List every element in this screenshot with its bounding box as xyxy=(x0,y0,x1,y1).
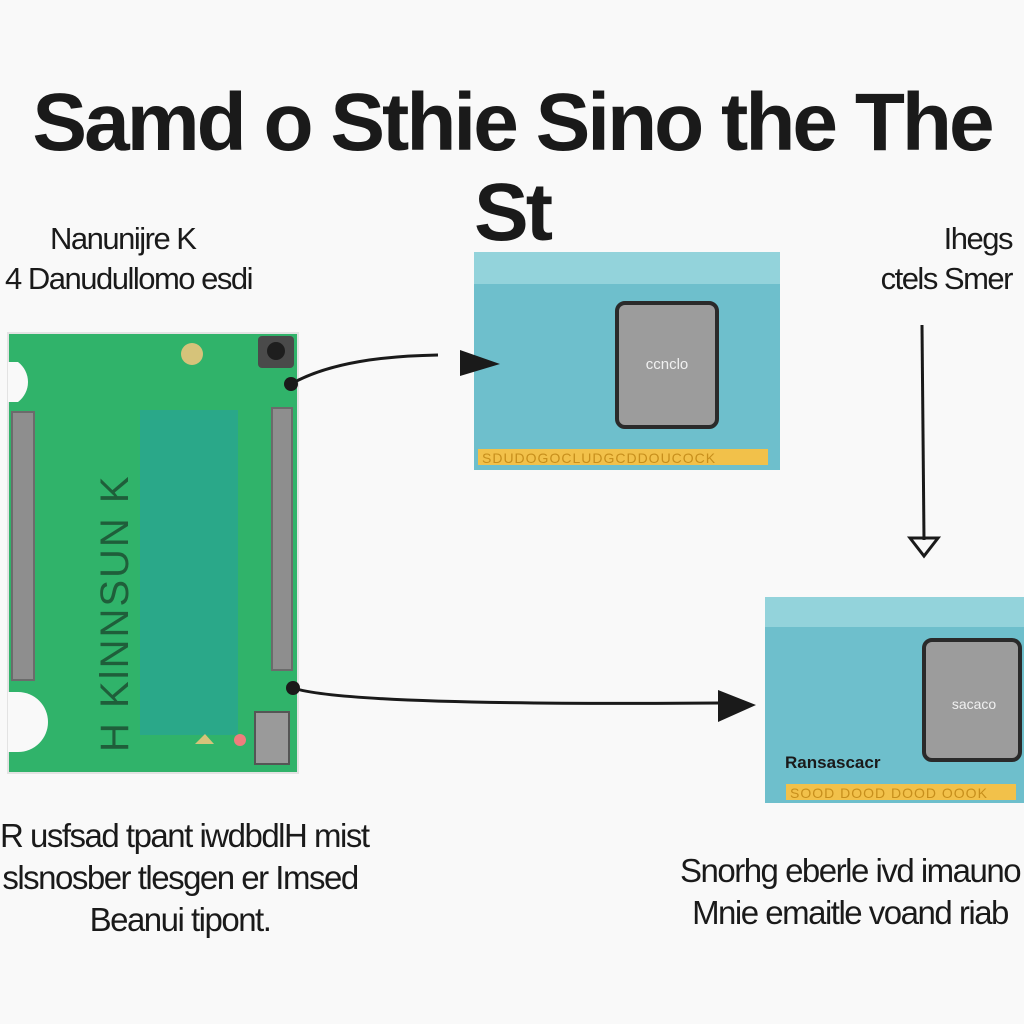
card-top-band xyxy=(474,252,780,284)
right-caption-line2: Mnie emaitle voand riab xyxy=(692,894,1009,931)
right-label-line1: Ihegs xyxy=(943,221,1014,256)
board-triangle-mark xyxy=(195,734,214,744)
arrow-bottom-head xyxy=(718,690,756,722)
circuit-board: H KlNNSUN K xyxy=(7,332,299,774)
board-notch-top xyxy=(8,362,29,402)
board-notch-bottom xyxy=(8,692,48,752)
card-top-chip xyxy=(615,301,719,429)
arrow-vertical-head xyxy=(906,536,942,559)
board-panel xyxy=(140,410,238,735)
card-top-pin-text: SDUDOGOCLUDGCDDOUCOCK xyxy=(482,450,716,466)
arrow-top-line xyxy=(290,353,439,386)
card-bottom-band xyxy=(765,597,1024,627)
left-label-line1: Nanunijre K xyxy=(50,221,197,256)
arrows xyxy=(284,324,942,722)
right-label: Ihegs ctels Smer xyxy=(880,220,1014,298)
arrow-vertical-line xyxy=(920,324,926,541)
left-caption-line1: R usfsad tpant iwdbdlH mist xyxy=(0,817,370,854)
board-connector-hole xyxy=(267,342,285,360)
card-top-pin-strip xyxy=(478,449,768,465)
left-caption-line3: Beanui tipont. xyxy=(89,901,272,938)
left-label: Nanunijre K 4 Danudullomo esdi xyxy=(5,220,254,298)
right-caption: Snorhg eberle ivd imauno Mnie emaitle vo… xyxy=(680,850,1022,934)
arrow-bottom-line xyxy=(292,686,721,705)
card-top-chip-text: ccnclo xyxy=(646,356,689,373)
card-top: ccnclo SDUDOGOCLUDGCDDOUCOCK xyxy=(474,252,780,470)
left-caption: R usfsad tpant iwdbdlH mist slsnosber tl… xyxy=(0,815,370,941)
board-rail-left xyxy=(11,411,35,681)
card-bottom-brand-text: Ransascacr xyxy=(785,753,881,772)
card-bottom-pin-strip xyxy=(786,784,1016,800)
card-bottom-pin-text: SOOD DOOD DOOD OOOK xyxy=(790,785,988,801)
board-screw xyxy=(234,734,246,746)
card-bottom-chip-text: sacaco xyxy=(952,696,997,712)
board-rail-right xyxy=(271,407,293,671)
right-caption-line1: Snorhg eberle ivd imauno xyxy=(680,852,1022,889)
left-label-line2: 4 Danudullomo esdi xyxy=(5,261,254,296)
board-vertical-text: H KlNNSUN K xyxy=(93,474,137,752)
board-component-dot xyxy=(181,343,203,365)
right-label-line2: ctels Smer xyxy=(880,261,1014,296)
board-connector-bottom xyxy=(254,711,290,765)
card-bottom-chip xyxy=(922,638,1022,762)
card-bottom: sacaco Ransascacr SOOD DOOD DOOD OOOK xyxy=(765,597,1024,803)
arrow-top-head xyxy=(460,350,500,376)
left-caption-line2: slsnosber tlesgen er Imsed xyxy=(2,859,359,896)
diagram-title: Samd o Sthie Sino the The St xyxy=(32,77,994,258)
